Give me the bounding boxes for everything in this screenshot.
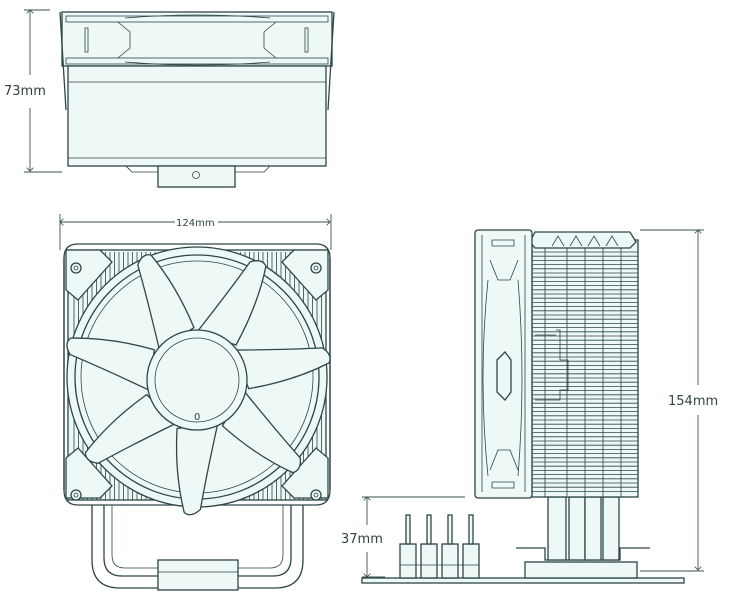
ram-slots: [399, 514, 480, 579]
top-base: [157, 165, 236, 188]
fan-blade: [66, 337, 155, 392]
dimension-label-73mm: 73mm: [4, 84, 46, 99]
fan-hub: [146, 329, 248, 431]
side-top-cap: [529, 231, 637, 249]
fan-logo-hexagon: [496, 351, 512, 401]
fan-blade: [233, 347, 331, 390]
side-heatpipes: [547, 496, 620, 561]
front-view: 0 124mm: [60, 214, 332, 591]
fan-blade: [84, 393, 178, 464]
motherboard: [361, 577, 685, 584]
fan-hub-mark: 0: [194, 412, 200, 423]
top-fan-frame: [61, 11, 333, 67]
fan-blade: [221, 389, 302, 474]
side-view: 154mm 37mm: [341, 229, 718, 584]
screw-icons: [70, 262, 322, 501]
front-heatpipes: [91, 505, 304, 591]
fan-blade: [137, 254, 195, 352]
fan-blades: [66, 254, 331, 516]
dimension-label-154mm: 154mm: [668, 394, 718, 409]
dimension-label-124mm: 124mm: [176, 218, 215, 229]
top-view: 73mm: [4, 10, 335, 188]
side-fan: [474, 229, 533, 499]
fan-blade: [195, 260, 267, 346]
top-heatsink-body: [67, 65, 327, 167]
dimension-label-37mm: 37mm: [341, 532, 383, 547]
fan-blade: [175, 422, 219, 516]
